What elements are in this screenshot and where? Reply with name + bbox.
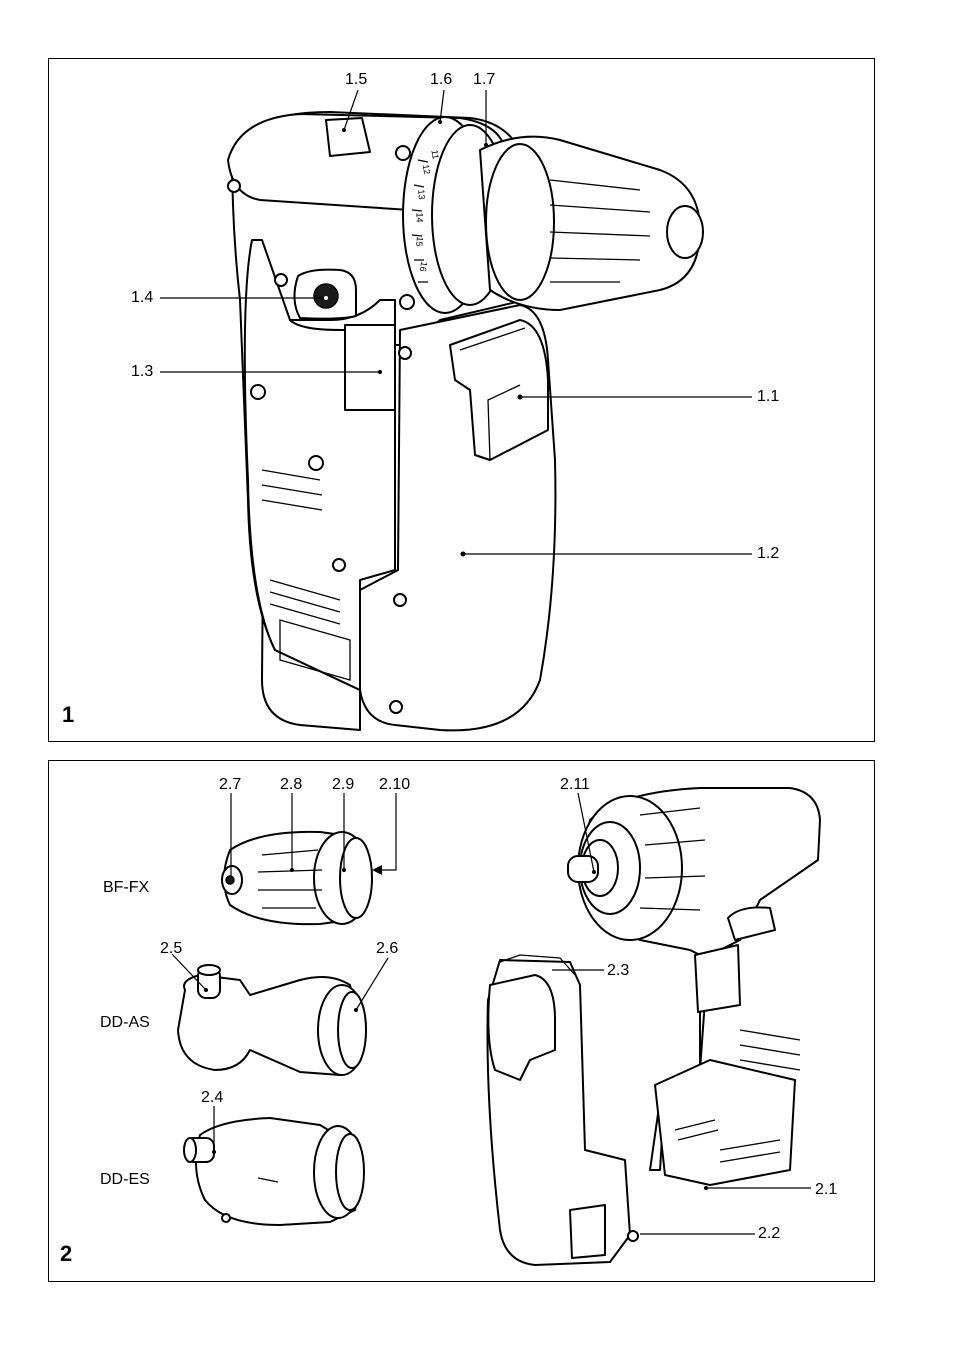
callout-1-5: 1.5 xyxy=(345,71,368,88)
callout-2-8: 2.8 xyxy=(280,776,303,793)
callout-2-10: 2.10 xyxy=(379,776,411,793)
attachment-label-bf-fx: BF-FX xyxy=(103,879,150,896)
chuck-sleeve xyxy=(485,143,555,301)
callout-2-3: 2.3 xyxy=(607,962,630,979)
figure-2-number: 2 xyxy=(60,1241,73,1266)
attachment-label-dd-as: DD-AS xyxy=(100,1014,150,1031)
belt-clip xyxy=(449,319,549,461)
figure-1-panel xyxy=(48,58,875,742)
callout-2-2: 2.2 xyxy=(758,1225,781,1242)
drill-body-without-battery xyxy=(567,787,821,1186)
attachment-label-dd-es: DD-ES xyxy=(100,1171,150,1188)
callout-2-4: 2.4 xyxy=(201,1089,224,1106)
callout-2-6: 2.6 xyxy=(376,940,399,957)
callout-2-9: 2.9 xyxy=(332,776,355,793)
callout-1-3: 1.3 xyxy=(131,363,154,380)
figure-2-leaders xyxy=(171,792,811,1235)
callout-1-2: 1.2 xyxy=(757,545,780,562)
callout-1-4: 1.4 xyxy=(131,289,154,306)
direction-switch xyxy=(344,324,396,411)
figure-1-number: 1 xyxy=(62,702,75,727)
callout-1-1: 1.1 xyxy=(757,388,780,405)
callout-1-7: 1.7 xyxy=(473,71,496,88)
dd-es-offset-attachment xyxy=(183,1117,365,1226)
callout-2-7: 2.7 xyxy=(219,776,242,793)
battery-pack-detached xyxy=(486,954,639,1266)
figure-2-panel xyxy=(48,760,875,1282)
chuck-jaws xyxy=(666,205,704,259)
callout-1-6: 1.6 xyxy=(430,71,453,88)
callout-2-11: 2.11 xyxy=(560,776,590,793)
callout-2-5: 2.5 xyxy=(160,940,183,957)
bf-fx-chuck-attachment xyxy=(221,830,373,926)
figure-1-leaders xyxy=(160,89,752,557)
callout-2-1: 2.1 xyxy=(815,1181,838,1198)
gear-switch xyxy=(325,117,371,157)
dd-as-angle-attachment xyxy=(177,964,367,1076)
